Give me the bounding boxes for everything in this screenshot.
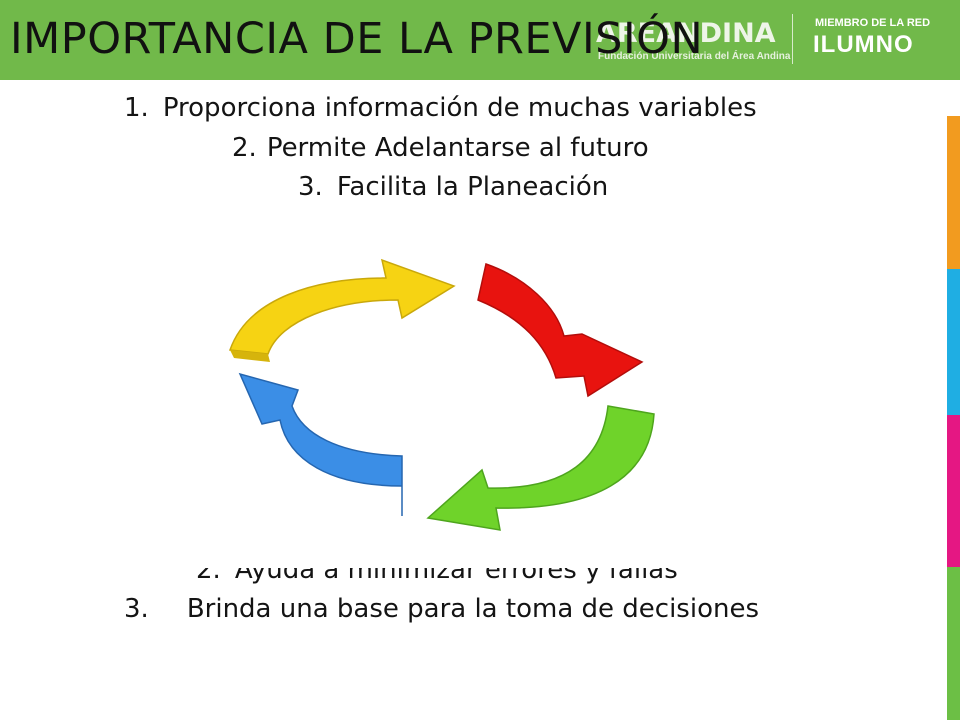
- list-item-number: 1.: [124, 93, 149, 123]
- red-arrow-icon: [477, 263, 644, 398]
- list-item: 1. Proporciona información de muchas vari…: [124, 92, 757, 124]
- logo-divider: [792, 14, 793, 64]
- list-item: 2. Permite Adelantarse al futuro: [232, 132, 649, 164]
- ilumno-logo-name: ILUMNO: [813, 31, 914, 58]
- list-item-text: Proporciona información de muchas variab…: [162, 93, 757, 123]
- list-item: 3. Facilita la Planeación: [298, 171, 608, 203]
- list-item-number: 2.: [232, 133, 257, 163]
- list-item-number: 3.: [124, 594, 149, 624]
- blue-arrow-icon: [238, 372, 403, 516]
- side-bar-pink: [947, 415, 960, 567]
- green-arrow-icon: [426, 405, 655, 531]
- yellow-arrow-icon: [228, 258, 456, 362]
- cycle-arrows-image: [196, 238, 696, 568]
- list-item-text: Permite Adelantarse al futuro: [266, 133, 649, 163]
- list-item-number: 3.: [298, 172, 323, 202]
- list-item: 3. Brinda una base para la toma de decisi…: [124, 593, 759, 625]
- list-item-text: Brinda una base para la toma de decision…: [186, 594, 759, 624]
- slide-title: IMPORTANCIA DE LA PREVISIÓN: [10, 14, 704, 64]
- ilumno-logo-tagline: MIEMBRO DE LA RED: [815, 17, 931, 29]
- header-band: [0, 0, 960, 80]
- side-bar-orange: [947, 116, 960, 269]
- side-bar-green: [947, 567, 960, 720]
- side-bar-blue: [947, 269, 960, 415]
- areandina-logo-name: AREANDINA: [596, 18, 776, 49]
- areandina-logo: AREANDINA Fundación Universitaria del Ár…: [596, 18, 790, 70]
- areandina-logo-subtitle: Fundación Universitaria del Área Andina: [598, 51, 791, 62]
- list-item-text: Facilita la Planeación: [336, 172, 609, 202]
